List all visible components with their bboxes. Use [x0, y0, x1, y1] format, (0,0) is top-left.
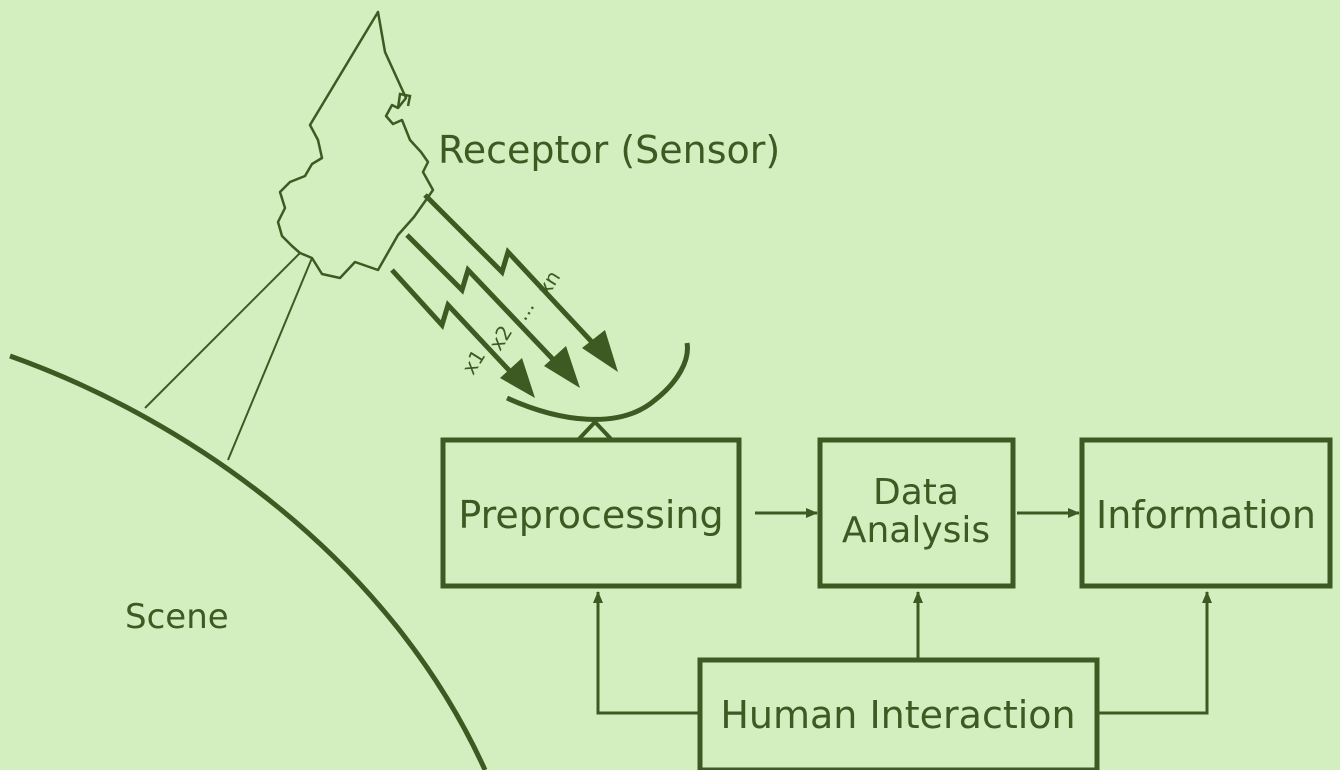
receiver-dish	[505, 342, 690, 422]
scene-earth-curve	[9, 353, 488, 770]
fov-line-right	[227, 257, 313, 461]
data-analysis-label-line2: Analysis	[842, 510, 990, 551]
scene-label: Scene	[125, 597, 229, 637]
receiver-dish-stand	[576, 419, 614, 442]
preprocessing-label: Preprocessing	[458, 493, 723, 537]
information-label: Information	[1096, 493, 1316, 537]
data-analysis-label-line1: Data	[873, 472, 959, 513]
arrow-human-to-information	[1097, 591, 1212, 715]
signal-arrow-x2-head	[544, 346, 580, 388]
signal-arrow-x2	[405, 233, 567, 374]
receptor-label: Receptor (Sensor)	[438, 128, 780, 172]
signal-arrow-x1-head	[500, 358, 535, 398]
information-box	[1079, 437, 1333, 589]
signal-arrow-xn	[423, 193, 606, 357]
preprocessing-box	[440, 437, 742, 589]
satellite-sensor-shape	[276, 10, 435, 280]
human-interaction-box	[697, 657, 1100, 770]
band-label-xn: xn	[532, 266, 565, 300]
arrow-human-to-preprocessing	[593, 591, 700, 715]
signal-arrow-x1	[390, 268, 522, 384]
satellite-antenna	[396, 92, 412, 109]
human-interaction-label: Human Interaction	[720, 693, 1075, 737]
band-label-x1: x1	[457, 345, 490, 379]
data-analysis-box	[817, 437, 1016, 589]
fov-line-left	[144, 252, 301, 409]
signal-arrow-xn-head	[582, 330, 618, 372]
